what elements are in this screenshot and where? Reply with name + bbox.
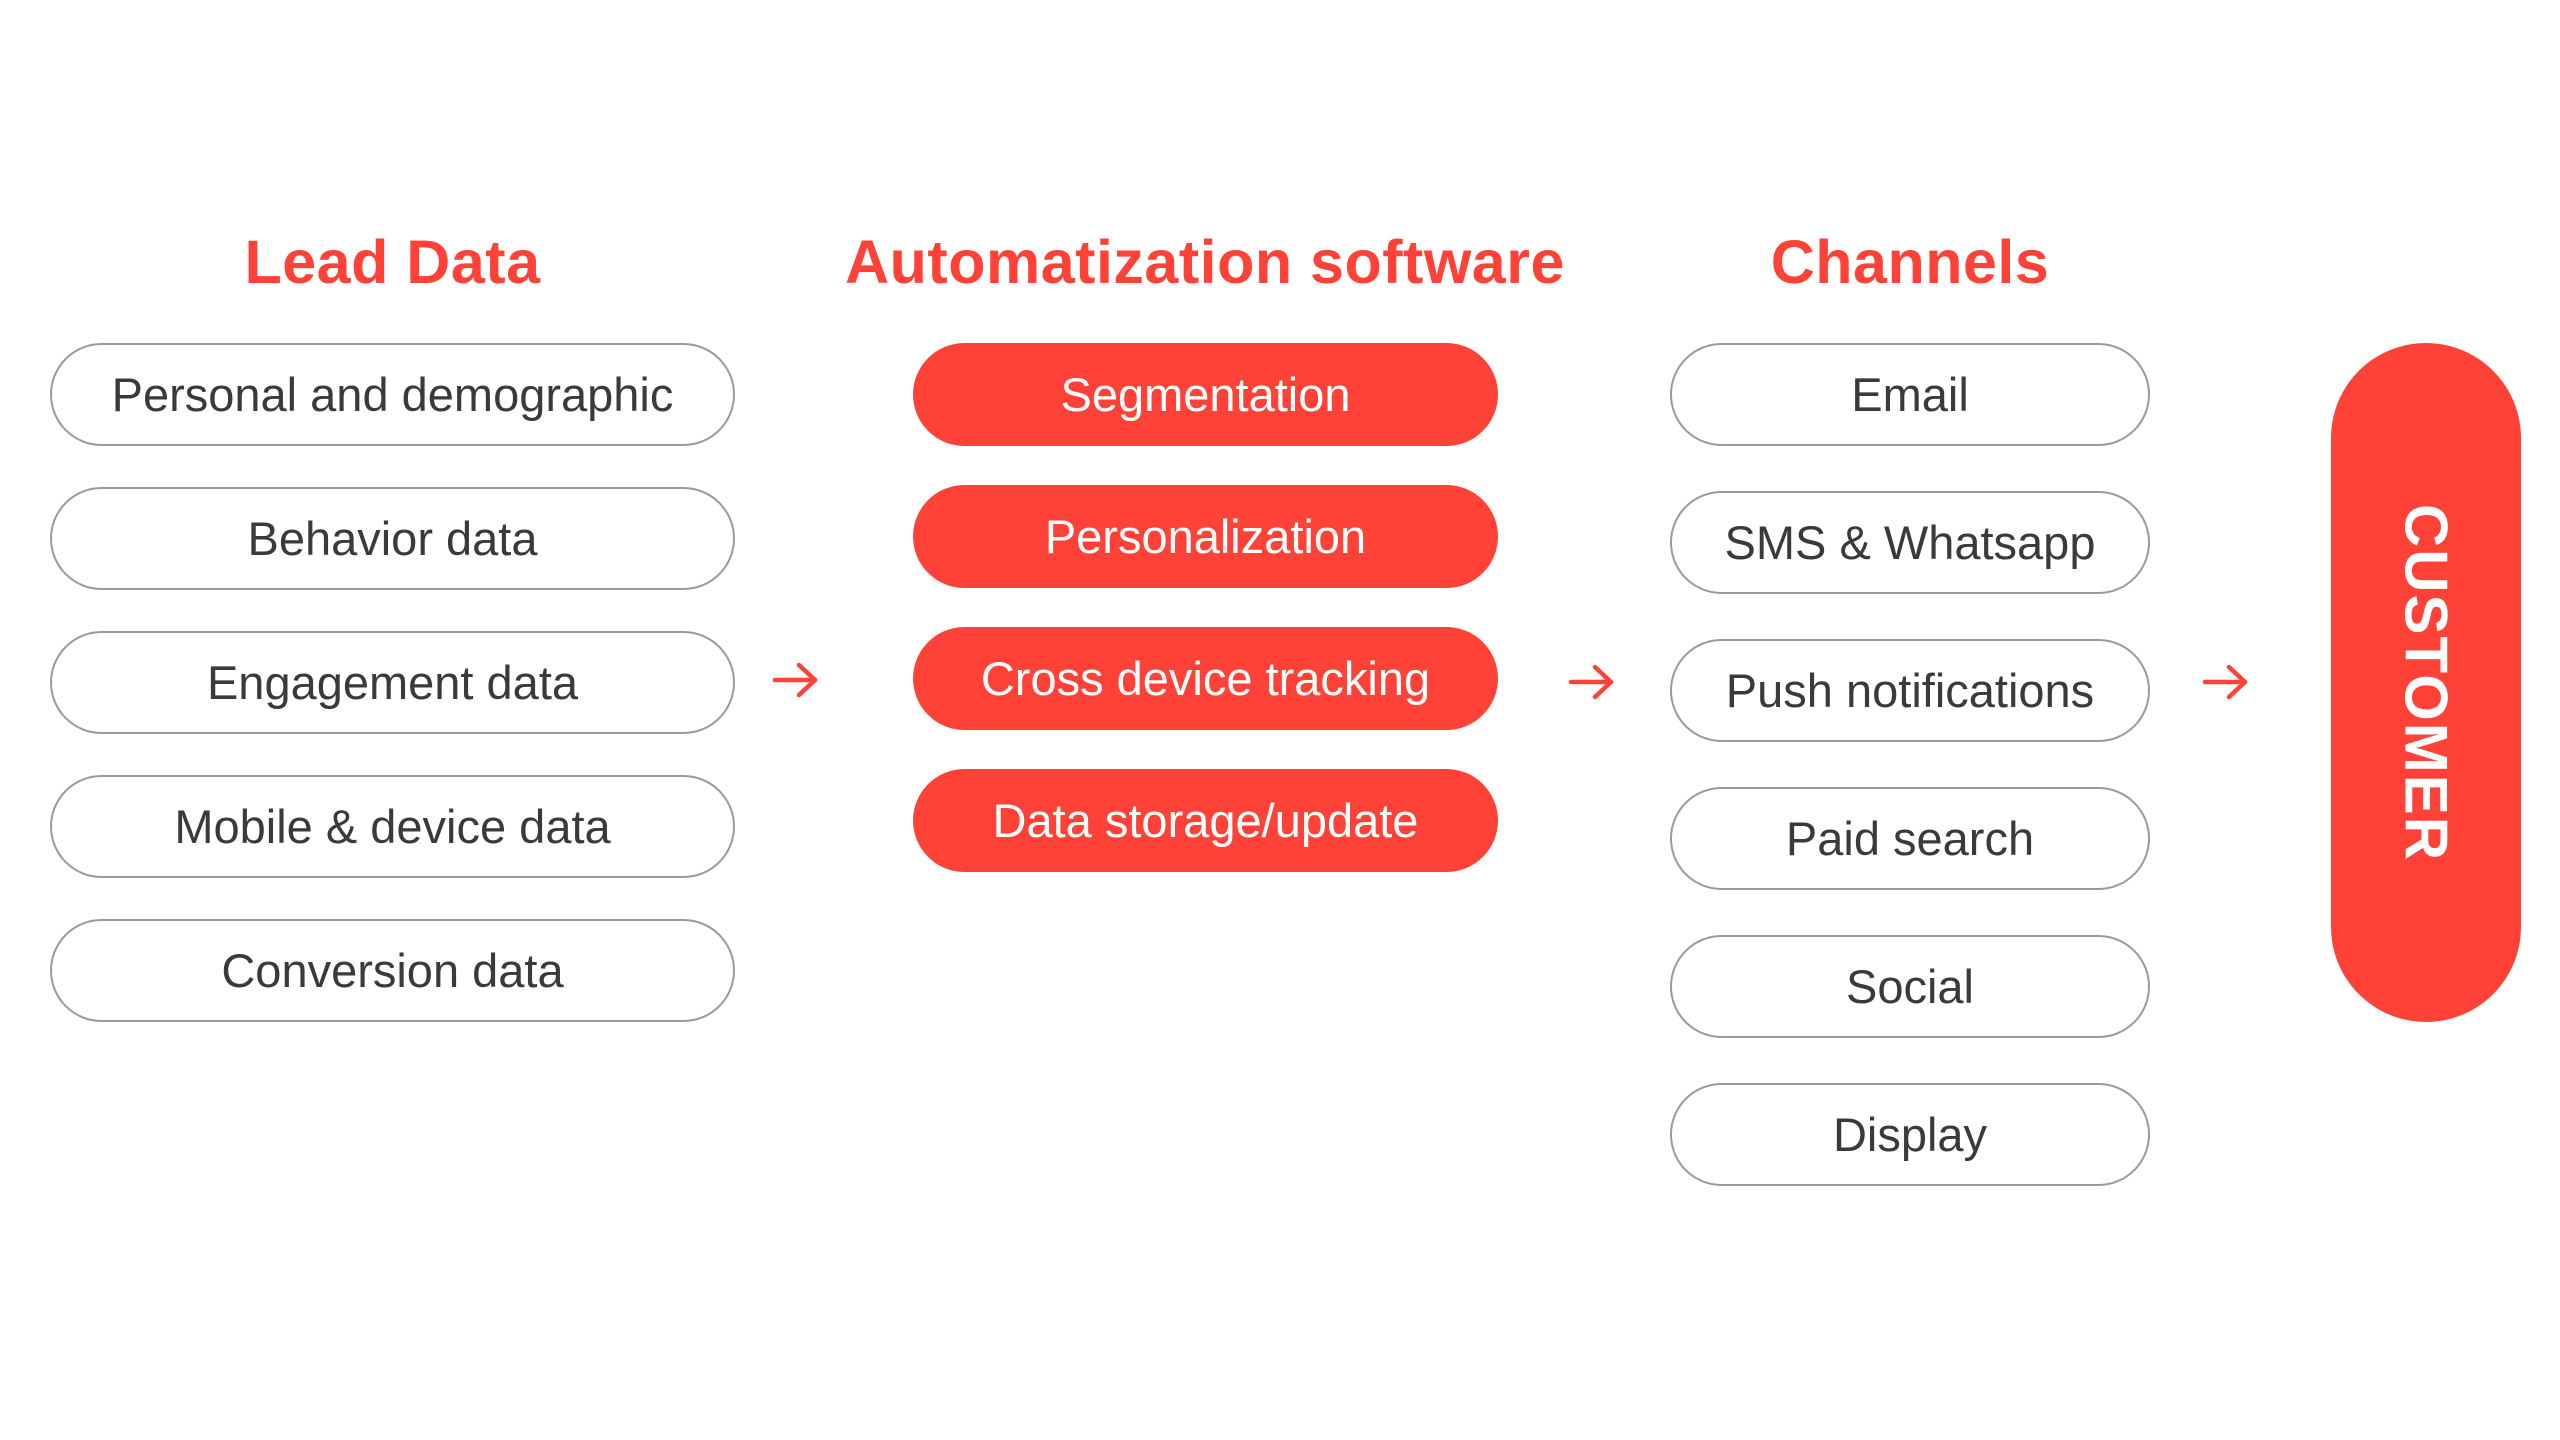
customer-label: CUSTOMER [2392,503,2460,862]
customer-pill: CUSTOMER [2331,343,2521,1022]
arrow-right-icon [1568,664,1614,700]
channel-item-social: Social [1670,935,2150,1038]
automation-item-segmentation: Segmentation [913,343,1498,446]
automation-item-personalization: Personalization [913,485,1498,588]
channel-item-sms-whatsapp: SMS & Whatsapp [1670,491,2150,594]
automation-item-cross-device-tracking: Cross device tracking [913,627,1498,730]
lead-data-item-personal: Personal and demographic [50,343,735,446]
channel-item-display: Display [1670,1083,2150,1186]
channels-heading: Channels [1770,228,2050,296]
automation-item-data-storage: Data storage/update [913,769,1498,872]
lead-data-heading: Lead Data [244,228,541,296]
channel-item-email: Email [1670,343,2150,446]
lead-data-item-engagement: Engagement data [50,631,735,734]
lead-data-item-behavior: Behavior data [50,487,735,590]
automatization-software-heading: Automatization software [845,228,1565,296]
channel-item-push-notifications: Push notifications [1670,639,2150,742]
lead-data-item-mobile-device: Mobile & device data [50,775,735,878]
arrow-right-icon [772,662,818,698]
channel-item-paid-search: Paid search [1670,787,2150,890]
arrow-right-icon [2202,664,2248,700]
lead-data-item-conversion: Conversion data [50,919,735,1022]
